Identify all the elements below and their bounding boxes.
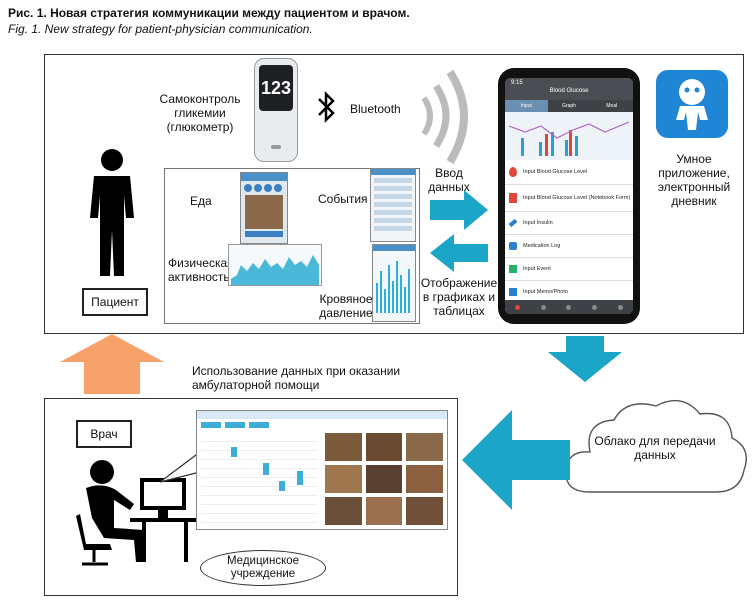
patient-box: Пациент [82,288,148,316]
bluetooth-icon [318,90,335,124]
events-label: События [318,192,368,206]
nav-dot-icon[interactable] [540,304,546,310]
caption-ru: Рис. 1. Новая стратегия коммуникации меж… [8,6,410,20]
phone-time: 9:15 [511,80,523,86]
caption-en: Fig. 1. New strategy for patient-physici… [8,22,313,36]
syringe-icon [508,218,518,228]
events-phone-screenshot [370,168,416,242]
phone-title: Blood Glucose [549,88,589,94]
doctor-box: Врач [76,420,132,448]
food-phone-screenshot [240,172,288,244]
bp-phone-screenshot [372,244,416,322]
data-input-arrow [430,190,488,230]
nav-dot-icon[interactable] [566,304,572,310]
display-arrow [430,234,488,272]
doctor-at-computer-icon [76,460,196,566]
medication-icon [509,242,517,250]
upload-to-cloud-arrow [548,336,622,382]
glucometer-device: 123 [254,58,298,162]
data-input-label: Ввод данных [428,166,470,194]
phone-menu-item[interactable]: Input Memo/Photo [523,289,568,295]
food-label: Еда [190,194,212,208]
phone-graph [505,112,633,160]
nav-dot-icon[interactable] [592,304,598,310]
phone-tab-graph[interactable]: Graph [562,103,576,109]
doctor-screen-screenshot [196,410,448,530]
phone-menu-item[interactable]: Input Blood Glucose Level [523,169,588,175]
notebook-icon [509,193,517,203]
event-icon [509,265,517,273]
signal-waves-icon [421,69,468,165]
nav-dot-icon[interactable] [515,304,521,310]
glucometer-label: Самоконтроль гликемии (глюкометр) [159,92,241,134]
activity-label: Физическая активность [168,256,234,284]
speech-pointer [159,451,201,483]
data-usage-arrow [60,334,164,394]
display-label: Отображение в графиках и таблицах [420,276,498,318]
cloud-to-doctor-arrow [462,410,570,510]
memo-icon [509,288,517,296]
phone-menu-item[interactable]: Medication Log [523,243,561,249]
glucometer-display: 123 [259,65,293,111]
phone-menu-item[interactable]: Input Event [523,266,551,272]
institution-label: Медицинское учреждение [200,550,326,586]
blood-drop-icon [509,167,517,177]
phone-menu-item[interactable]: Input Insulin [523,220,553,226]
app-icon [656,70,728,138]
cloud-label: Облако для передачи данных [594,434,716,462]
phone-menu-item[interactable]: Input Blood Glucose Level (Notebook Form… [523,195,631,201]
nav-dot-icon[interactable] [617,304,623,310]
activity-chart-screenshot [228,244,322,286]
usage-label: Использование данных при оказании амбула… [192,364,401,392]
patient-silhouette-icon [90,149,134,276]
smart-app-label: Умное приложение, электронный дневник [657,152,731,208]
phone-tab-input[interactable]: Input [505,100,548,112]
bluetooth-label: Bluetooth [350,102,401,116]
bp-label: Кровяное давление [319,292,373,320]
phone-tab-meal[interactable]: Meal [606,103,618,109]
smartphone: 9:15 Blood Glucose Input Graph Meal Inpu… [498,68,640,324]
